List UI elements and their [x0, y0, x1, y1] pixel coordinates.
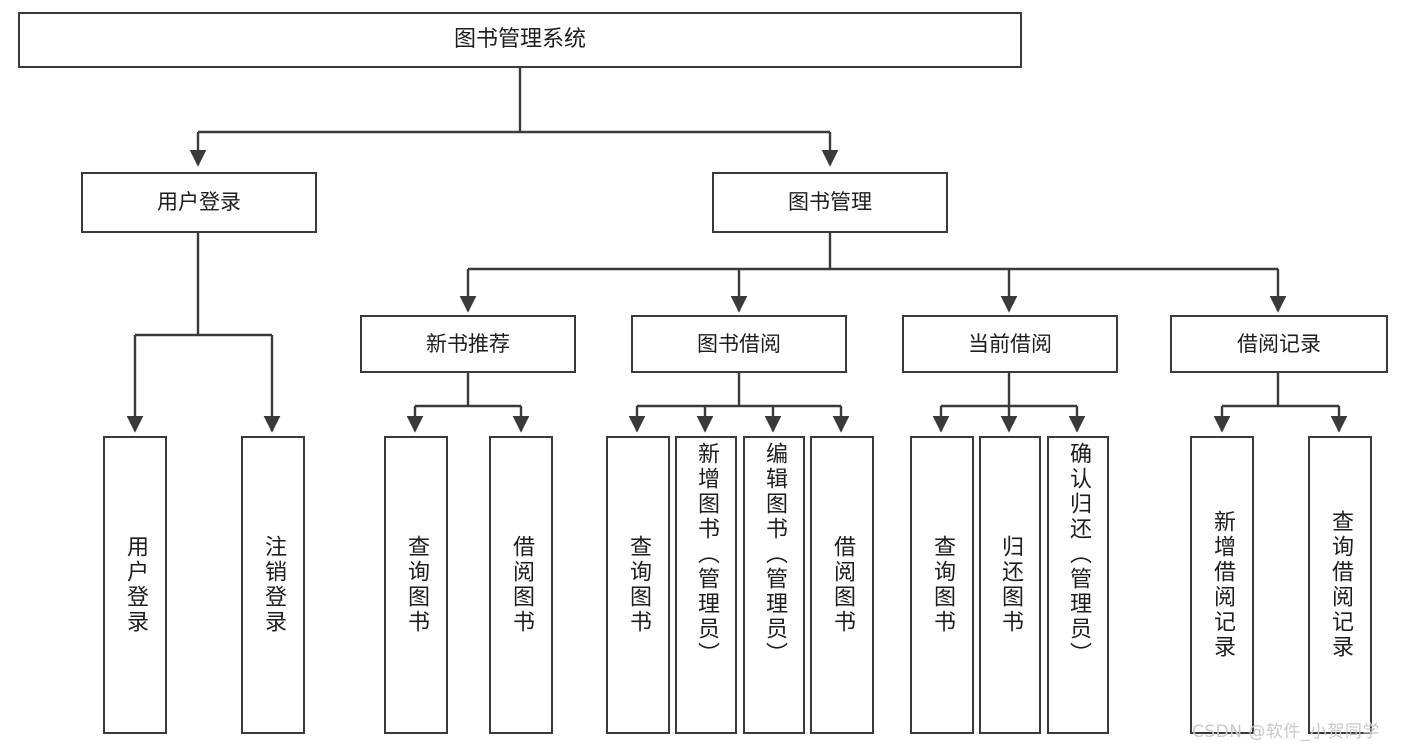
leaf-query-books-new-label: 查询图书	[404, 535, 429, 635]
leaf-add-book-admin[interactable]: 新增图书（管理员）	[675, 436, 737, 734]
leaf-confirm-return-admin[interactable]: 确认归还（管理员）	[1047, 436, 1109, 734]
leaf-query-books-borrow[interactable]: 查询图书	[606, 436, 670, 734]
node-user-login[interactable]: 用户登录	[81, 172, 317, 233]
leaf-borrow-books-new-label: 借阅图书	[509, 535, 534, 635]
leaf-return-books[interactable]: 归还图书	[979, 436, 1041, 734]
node-root[interactable]: 图书管理系统	[18, 12, 1022, 68]
node-book-borrowing-label: 图书借阅	[697, 331, 781, 356]
node-root-label: 图书管理系统	[453, 27, 586, 53]
leaf-borrow-books-new[interactable]: 借阅图书	[489, 436, 553, 734]
node-book-management[interactable]: 图书管理	[712, 172, 948, 233]
leaf-add-borrow-record[interactable]: 新增借阅记录	[1190, 436, 1254, 734]
node-book-borrowing[interactable]: 图书借阅	[631, 315, 847, 373]
node-new-book-recommendation[interactable]: 新书推荐	[360, 315, 576, 373]
leaf-query-books-current-label: 查询图书	[930, 535, 955, 635]
leaf-user-login-label: 用户登录	[123, 535, 148, 635]
leaf-return-books-label: 归还图书	[998, 535, 1023, 635]
node-book-management-label: 图书管理	[788, 190, 872, 215]
leaf-borrow-books-borrow[interactable]: 借阅图书	[810, 436, 874, 734]
leaf-add-borrow-record-label: 新增借阅记录	[1210, 510, 1235, 660]
leaf-logout[interactable]: 注销登录	[241, 436, 305, 734]
leaf-edit-book-admin-label: 编辑图书（管理员）	[762, 442, 787, 667]
node-new-book-recommendation-label: 新书推荐	[426, 331, 510, 356]
node-current-borrowing-label: 当前借阅	[968, 331, 1052, 356]
leaf-logout-label: 注销登录	[261, 535, 286, 635]
leaf-query-books-current[interactable]: 查询图书	[910, 436, 974, 734]
leaf-edit-book-admin[interactable]: 编辑图书（管理员）	[743, 436, 805, 734]
node-borrowing-records[interactable]: 借阅记录	[1170, 315, 1388, 373]
leaf-query-books-new[interactable]: 查询图书	[384, 436, 448, 734]
leaf-confirm-return-admin-label: 确认归还（管理员）	[1066, 442, 1091, 667]
leaf-query-borrow-record[interactable]: 查询借阅记录	[1308, 436, 1372, 734]
node-borrowing-records-label: 借阅记录	[1237, 331, 1321, 356]
node-current-borrowing[interactable]: 当前借阅	[902, 315, 1118, 373]
node-user-login-label: 用户登录	[157, 190, 241, 215]
leaf-user-login[interactable]: 用户登录	[103, 436, 167, 734]
leaf-add-book-admin-label: 新增图书（管理员）	[694, 442, 719, 667]
leaf-query-books-borrow-label: 查询图书	[626, 535, 651, 635]
leaf-borrow-books-borrow-label: 借阅图书	[830, 535, 855, 635]
leaf-query-borrow-record-label: 查询借阅记录	[1328, 510, 1353, 660]
